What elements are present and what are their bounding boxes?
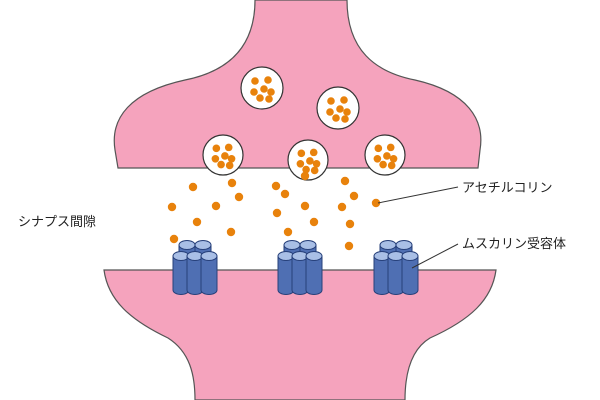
- acetylcholine-molecule: [264, 76, 272, 84]
- muscarinic-receptors: [172, 240, 419, 295]
- acetylcholine-molecule: [188, 182, 198, 192]
- acetylcholine-molecule: [302, 165, 310, 174]
- acetylcholine-molecule: [224, 143, 233, 152]
- acetylcholine-molecule: [267, 88, 275, 96]
- receptor-cluster: [172, 240, 218, 295]
- acetylcholine-molecule: [383, 152, 391, 160]
- acetylcholine-molecule: [379, 160, 387, 169]
- acetylcholine-molecule: [387, 161, 396, 170]
- acetylcholine-molecule: [212, 144, 221, 153]
- acetylcholine-label: アセチルコリン: [462, 180, 552, 195]
- muscarinic-receptor-label: ムスカリン受容体: [462, 236, 566, 251]
- vesicle: [316, 86, 360, 130]
- acetylcholine-molecule: [296, 160, 305, 168]
- acetylcholine-molecule: [271, 181, 281, 191]
- receptor-subunit: [401, 251, 419, 295]
- acetylcholine-molecule: [300, 171, 310, 181]
- vesicle: [202, 134, 244, 176]
- acetylcholine-molecule: [297, 149, 306, 158]
- acetylcholine-molecule: [344, 241, 354, 251]
- acetylcholine-molecule: [349, 191, 359, 201]
- receptor-subunit: [200, 251, 218, 295]
- acetylcholine-molecule: [221, 152, 229, 160]
- receptor-cluster: [277, 240, 323, 295]
- acetylcholine-molecule: [340, 96, 348, 104]
- acetylcholine-molecule: [211, 201, 221, 211]
- acetylcholine-molecule: [217, 160, 225, 169]
- receptor-cluster: [373, 240, 419, 295]
- receptor-subunit: [387, 251, 405, 295]
- acetylcholine-molecule: [280, 189, 290, 199]
- acetylcholine-molecule: [300, 201, 310, 211]
- vesicle: [364, 134, 406, 176]
- acetylcholine-molecule: [256, 94, 264, 102]
- acetylcholine-molecule: [306, 157, 314, 165]
- acetylcholine-molecule: [386, 143, 395, 152]
- acetylcholine-molecule: [251, 77, 259, 85]
- acetylcholine-molecule: [326, 108, 334, 116]
- acetylcholine-molecule: [327, 97, 335, 105]
- acetylcholine-molecule: [389, 155, 398, 163]
- acetylcholine-molecule: [312, 160, 321, 168]
- acetylcholine-molecule: [343, 108, 351, 116]
- acetylcholine-molecule: [309, 148, 318, 157]
- acetylcholine-molecule: [227, 155, 236, 163]
- acetylcholine-molecule: [211, 155, 220, 163]
- acetylcholine-molecule: [250, 88, 258, 96]
- receptor-subunit: [305, 251, 323, 295]
- receptor-subunit: [291, 251, 309, 295]
- acetylcholine-molecule: [283, 227, 293, 237]
- acetylcholine-molecule: [309, 217, 319, 227]
- acetylcholine-molecule: [340, 176, 350, 186]
- acetylcholine-molecule: [169, 234, 179, 244]
- acetylcholine-molecule: [265, 95, 273, 103]
- acetylcholine-leader-line: [377, 186, 459, 204]
- acetylcholine-molecule: [226, 227, 236, 237]
- acetylcholine-molecule: [225, 161, 234, 170]
- acetylcholine-molecule: [341, 115, 349, 123]
- synaptic-vesicles: [202, 66, 406, 181]
- postsynaptic-membrane: [103, 269, 497, 400]
- acetylcholine-molecule: [373, 155, 382, 163]
- receptor-leader-line: [411, 243, 459, 269]
- acetylcholine-molecule: [337, 202, 347, 212]
- acetylcholine-molecule: [345, 219, 355, 229]
- acetylcholine-molecule: [234, 192, 244, 202]
- acetylcholine-molecule: [192, 217, 202, 227]
- receptor-subunit: [172, 251, 190, 295]
- receptor-subunit: [186, 251, 204, 295]
- acetylcholine-molecule: [371, 198, 381, 208]
- released-acetylcholine: [167, 171, 381, 251]
- vesicle: [240, 66, 284, 110]
- acetylcholine-molecule: [227, 178, 237, 188]
- acetylcholine-molecule: [260, 85, 268, 93]
- synaptic-cleft-label: シナプス間隙: [18, 214, 96, 229]
- vesicle: [287, 139, 329, 181]
- acetylcholine-molecule: [332, 114, 340, 122]
- acetylcholine-molecule: [167, 202, 177, 212]
- acetylcholine-molecule: [310, 166, 319, 175]
- acetylcholine-molecule: [374, 144, 383, 153]
- acetylcholine-molecule: [336, 105, 344, 113]
- acetylcholine-molecule: [272, 208, 282, 218]
